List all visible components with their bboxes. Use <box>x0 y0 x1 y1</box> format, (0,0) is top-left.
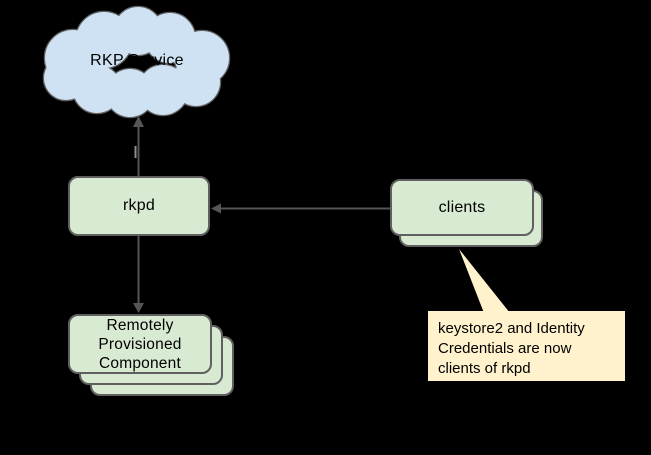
callout-pointer <box>459 249 510 313</box>
cloud-shape <box>42 5 231 119</box>
node-rkp-service-label: RKP Service <box>90 52 184 69</box>
edge-joint-mark <box>134 146 137 158</box>
edge-rkpd-to-rkp-service <box>133 116 144 177</box>
callout-note: keystore2 and Identity Credentials are n… <box>428 311 625 381</box>
node-rkpd: rkpd <box>68 176 210 236</box>
arrowhead-down-icon <box>133 303 144 313</box>
arrowhead-up-icon <box>133 116 144 127</box>
node-clients-label: clients <box>438 198 486 216</box>
node-rkpd-label: rkpd <box>123 197 155 214</box>
edge-clients-to-rkpd <box>211 203 390 214</box>
node-clients: clients <box>390 179 534 236</box>
node-rpc: Remotely Provisioned Component <box>68 314 212 374</box>
arrowhead-left-icon <box>211 203 221 214</box>
node-rpc-label: Remotely Provisioned Component <box>98 316 182 372</box>
edge-rkpd-to-rpc <box>133 236 144 313</box>
